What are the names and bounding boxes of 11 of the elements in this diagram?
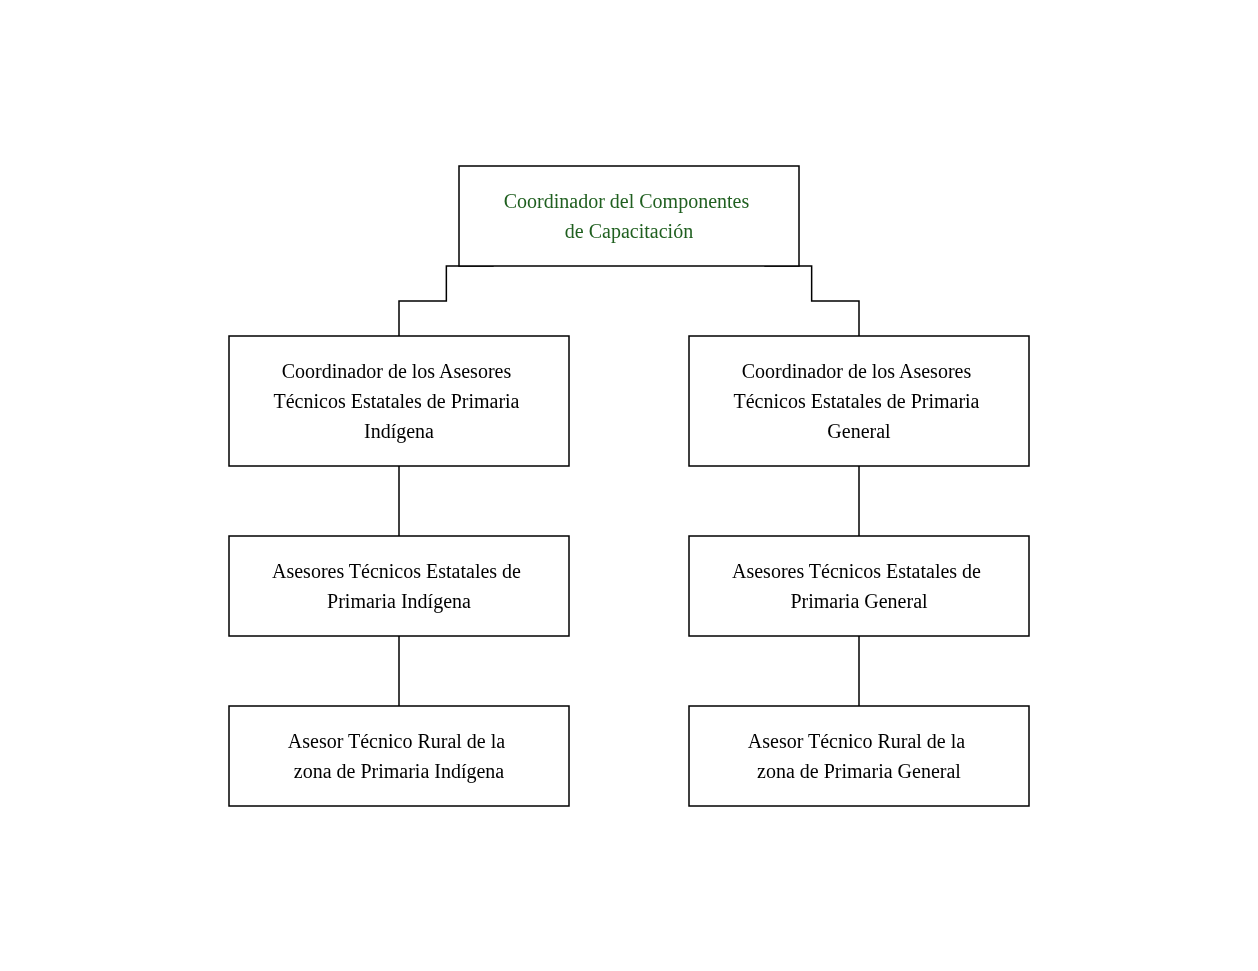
node-box: Coordinador del Componentes de Capacitación (458, 164, 800, 267)
node-box: Asesores Técnicos Estatales de Primaria Indígena (228, 534, 570, 637)
node-box: Coordinador de los Asesores Técnicos Estatales de Primaria General (688, 334, 1030, 467)
connector (858, 634, 860, 707)
node-box: Coordinador de los Asesores Técnicos Estatales de Primaria Indígena (228, 334, 570, 467)
node-box: Asesor Técnico Rural de la zona de Primaria Indígena (228, 704, 570, 807)
node-box: Asesor Técnico Rural de la zona de Primaria General (688, 704, 1030, 807)
connector (398, 634, 400, 707)
node-box: Asesores Técnicos Estatales de Primaria General (688, 534, 1030, 637)
connector (398, 464, 400, 537)
connector (858, 464, 860, 537)
